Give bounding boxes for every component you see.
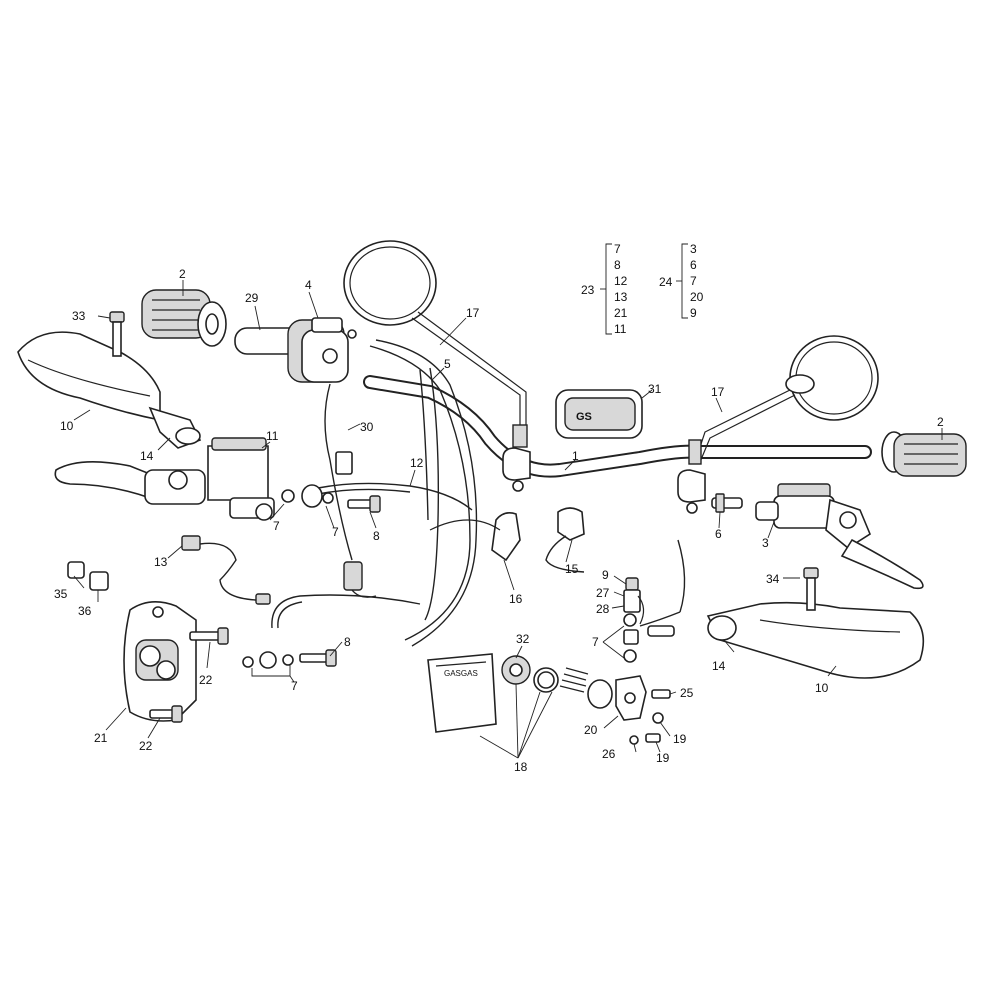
front-brake-caliper bbox=[123, 601, 197, 722]
bolt-33 bbox=[109, 311, 125, 357]
callout-22: 22 bbox=[199, 673, 213, 687]
right-grip bbox=[881, 431, 967, 477]
left-grip bbox=[141, 289, 227, 347]
kit-23-item: 21 bbox=[614, 306, 628, 320]
callout-17: 17 bbox=[711, 385, 725, 399]
callout-18: 18 bbox=[514, 760, 528, 774]
callout-25: 25 bbox=[680, 686, 694, 700]
clamp-16 bbox=[429, 512, 521, 562]
callout-2: 2 bbox=[937, 415, 944, 429]
callout-7: 7 bbox=[291, 679, 298, 693]
callout-29: 29 bbox=[245, 291, 259, 305]
banjo-fittings bbox=[242, 484, 675, 669]
callout-34: 34 bbox=[766, 572, 780, 586]
kit-24-list: 3 6 7 20 9 bbox=[690, 242, 704, 320]
handlebar-pad: GS bbox=[555, 389, 643, 439]
callout-35: 35 bbox=[54, 587, 68, 601]
callout-12: 12 bbox=[410, 456, 424, 470]
callout-32: 32 bbox=[516, 632, 530, 646]
callout-27: 27 bbox=[596, 586, 610, 600]
callout-19: 19 bbox=[673, 732, 687, 746]
left-master-cylinder bbox=[54, 437, 275, 521]
kit-23-bracket bbox=[600, 243, 612, 335]
callout-33: 33 bbox=[72, 309, 86, 323]
kit-24-item: 3 bbox=[690, 242, 697, 256]
left-mirror bbox=[343, 240, 528, 448]
callout-15: 15 bbox=[565, 562, 579, 576]
bar-clamps bbox=[502, 447, 706, 514]
callout-7: 7 bbox=[273, 519, 280, 533]
kit-23-item: 7 bbox=[614, 242, 621, 256]
callout-24: 24 bbox=[659, 275, 673, 289]
bolt-34 bbox=[803, 567, 819, 611]
callout-31: 31 bbox=[648, 382, 662, 396]
reservoir-bag: GASGAS bbox=[427, 653, 497, 733]
throttle-and-switch bbox=[234, 317, 357, 383]
callout-2: 2 bbox=[179, 267, 186, 281]
right-handguard bbox=[706, 601, 925, 679]
leader-lines bbox=[73, 280, 943, 759]
callout-labels: 1 2 2 3 4 5 6 7 7 7 7 8 8 9 10 10 11 12 … bbox=[54, 267, 944, 774]
kit-24-item: 7 bbox=[690, 274, 697, 288]
kit-24-bracket bbox=[676, 243, 688, 319]
callout-8: 8 bbox=[373, 529, 380, 543]
kit-23-item: 8 bbox=[614, 258, 621, 272]
callout-4: 4 bbox=[305, 278, 312, 292]
kit-23-item: 12 bbox=[614, 274, 628, 288]
callout-14: 14 bbox=[712, 659, 726, 673]
callout-8: 8 bbox=[344, 635, 351, 649]
callout-5: 5 bbox=[444, 357, 451, 371]
callout-20: 20 bbox=[584, 723, 598, 737]
callout-10: 10 bbox=[60, 419, 74, 433]
left-handguard bbox=[17, 331, 202, 449]
callout-7: 7 bbox=[332, 525, 339, 539]
callout-19: 19 bbox=[656, 751, 670, 765]
svg-text:GASGAS: GASGAS bbox=[444, 669, 478, 678]
callout-14: 14 bbox=[140, 449, 154, 463]
callout-30: 30 bbox=[360, 420, 374, 434]
clamp-15 bbox=[545, 507, 585, 573]
callout-23: 23 bbox=[581, 283, 595, 297]
kit-23-item: 13 bbox=[614, 290, 628, 304]
callout-6: 6 bbox=[715, 527, 722, 541]
callout-10: 10 bbox=[815, 681, 829, 695]
callout-3: 3 bbox=[762, 536, 769, 550]
callout-16: 16 bbox=[509, 592, 523, 606]
callout-22: 22 bbox=[139, 739, 153, 753]
kit-24-item: 9 bbox=[690, 306, 697, 320]
right-master-cylinder bbox=[755, 483, 924, 590]
kit-23-list: 7 8 12 13 21 11 bbox=[614, 242, 628, 336]
brake-light-wire bbox=[181, 535, 271, 605]
switch-wiring bbox=[324, 383, 377, 598]
callout-28: 28 bbox=[596, 602, 610, 616]
callout-36: 36 bbox=[78, 604, 92, 618]
callout-7: 7 bbox=[592, 635, 599, 649]
kit-23-item: 11 bbox=[614, 322, 627, 336]
callout-1: 1 bbox=[572, 449, 579, 463]
callout-26: 26 bbox=[602, 747, 616, 761]
reservoir-parts bbox=[501, 655, 671, 745]
callout-9: 9 bbox=[602, 568, 609, 582]
kit-24-item: 20 bbox=[690, 290, 704, 304]
throttle-cables bbox=[369, 339, 478, 647]
callout-13: 13 bbox=[154, 555, 168, 569]
reservoir-fittings bbox=[623, 577, 645, 625]
brake-switch-6 bbox=[711, 493, 743, 513]
svg-text:GS: GS bbox=[576, 411, 592, 423]
kit-24-item: 6 bbox=[690, 258, 697, 272]
callout-21: 21 bbox=[94, 731, 108, 745]
right-mirror bbox=[688, 335, 879, 465]
caliper-bolts-22 bbox=[149, 627, 229, 723]
callout-11: 11 bbox=[266, 429, 279, 443]
callout-17: 17 bbox=[466, 306, 480, 320]
